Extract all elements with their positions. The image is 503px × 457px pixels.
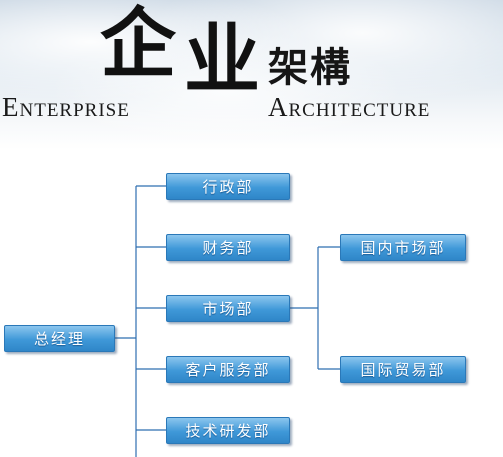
subdept-international-trade: 国际贸易部 [340,356,466,383]
org-root-general-manager: 总经理 [4,325,115,352]
title-chinese: 架構 [268,44,352,91]
subdept-domestic-market: 国内市场部 [340,234,466,261]
dept-marketing: 市场部 [166,295,290,322]
dept-administration: 行政部 [166,173,290,200]
dept-customer-service: 客户服务部 [166,356,290,383]
dept-finance: 财务部 [166,234,290,261]
sky-cloud-background [0,0,503,150]
calligraphy-char-1: 企 [100,0,176,88]
title-english-left: Enterprise [2,92,130,122]
dept-rnd: 技术研发部 [166,417,290,444]
calligraphy-char-2: 业 [184,15,260,104]
title-english-right: Architecture [268,92,431,122]
